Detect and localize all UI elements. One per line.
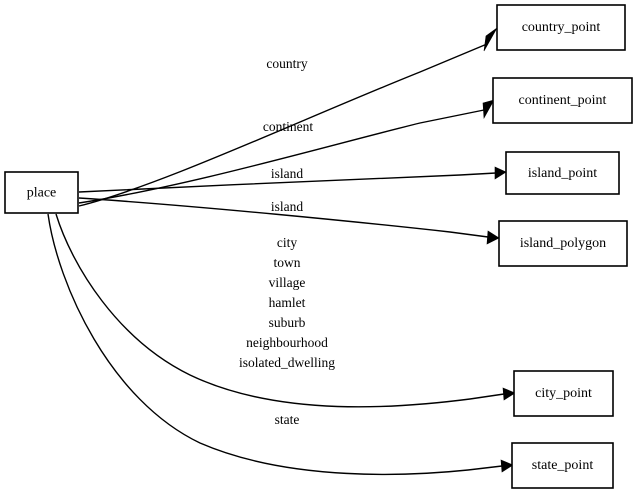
node-island-point-box[interactable] [505,151,620,195]
edge-label-state: state [275,412,300,427]
node-state-point[interactable]: state_point [511,442,614,489]
node-place-box[interactable] [4,171,79,214]
edge-label-city-line-neighbourhood: neighbourhood [246,335,328,350]
edge-label-continent: continent [263,119,313,134]
node-country-point[interactable]: country_point [496,4,626,51]
node-continent-point-box[interactable] [492,77,633,124]
edge-arrowhead-country [483,27,498,52]
edge-place-to-island-polygon [78,197,500,245]
edge-label-island-polygon: island [271,199,303,214]
edge-arrowhead-island-point [494,166,507,180]
edge-arrowhead-city [502,387,516,401]
node-continent-point-label: continent_point [519,93,607,108]
edge-label-city-line-village: village [269,275,306,290]
edge-place-to-continent-point [78,99,495,204]
edge-label-city-line-city: city [277,235,297,250]
node-city-point-box[interactable] [513,370,614,417]
edge-path-state [47,213,503,476]
node-island-polygon-box[interactable] [498,220,628,267]
edge-place-to-state-point [47,213,514,476]
edge-label-city-line-town: town [274,255,301,270]
edge-label-city-line-isolated-dwelling: isolated_dwelling [239,355,335,370]
edge-path-continent [78,109,485,204]
node-city-point-label: city_point [535,386,592,401]
node-island-point-label: island_point [528,166,597,181]
edge-arrowhead-island-polygon [486,230,500,245]
node-state-point-label: state_point [532,458,594,473]
edge-path-city [55,213,505,408]
edge-label-island-point: island [271,166,303,181]
node-place-label: place [27,186,57,201]
edge-place-to-country-point [78,27,498,207]
node-country-point-label: country_point [522,20,601,35]
node-island-polygon-label: island_polygon [520,236,606,251]
edge-place-to-city-point [55,213,516,408]
node-island-polygon[interactable]: island_polygon [498,220,628,267]
node-place[interactable]: place [4,171,79,214]
node-country-point-box[interactable] [496,4,626,51]
edge-path-island-point [78,172,497,193]
edge-label-city-line-suburb: suburb [269,315,306,330]
edge-path-country [78,43,488,207]
node-island-point[interactable]: island_point [505,151,620,195]
edge-label-country: country [266,56,307,71]
node-continent-point[interactable]: continent_point [492,77,633,124]
edge-label-city-line-hamlet: hamlet [269,295,306,310]
edge-place-to-island-point [78,166,507,193]
edge-path-island-polygon [78,197,489,238]
edge-arrowhead-state [500,459,514,473]
edge-arrowhead-continent [482,99,495,120]
edge-label-city-group: city town village hamlet suburb neighbou… [239,235,335,370]
node-state-point-box[interactable] [511,442,614,489]
node-city-point[interactable]: city_point [513,370,614,417]
